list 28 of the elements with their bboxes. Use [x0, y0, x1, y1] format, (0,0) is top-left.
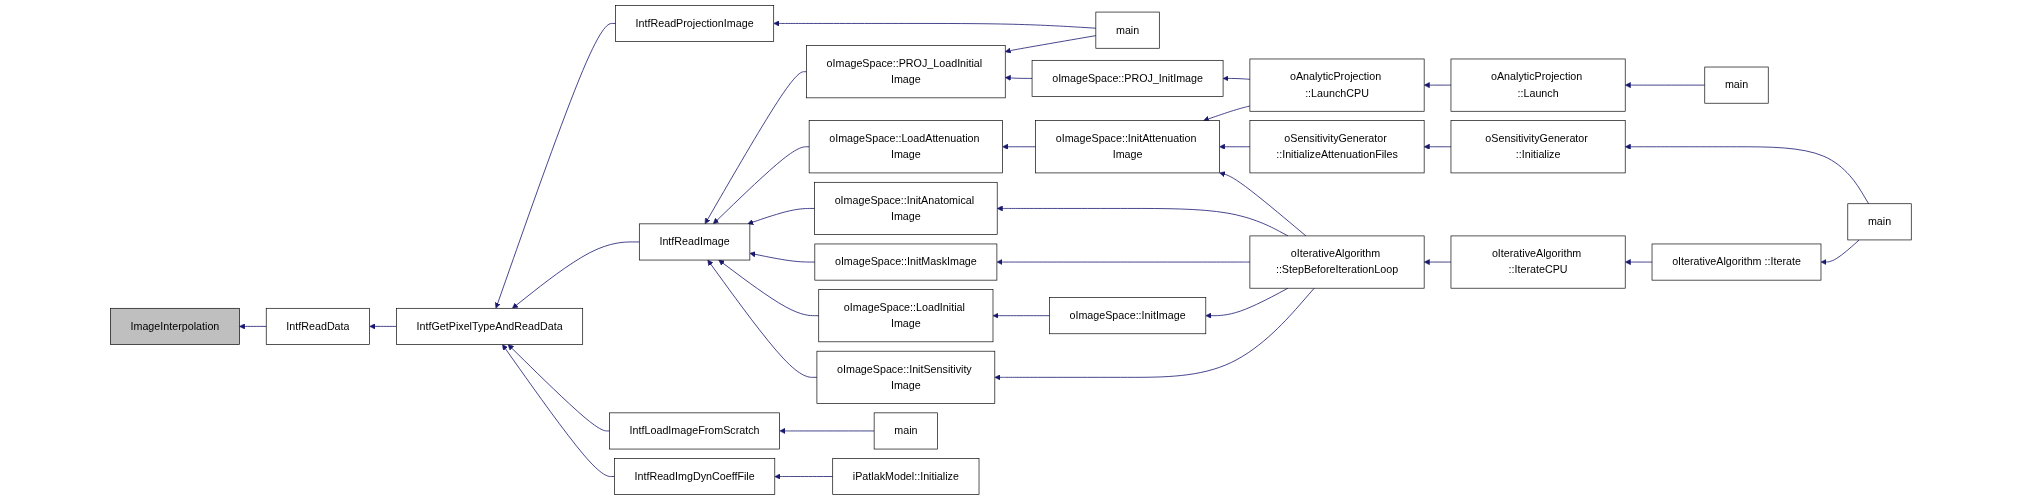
node-box: IntfReadImgDynCoeffFile: [613, 458, 775, 495]
node-box: IntfLoadImageFromScratch: [608, 412, 780, 450]
node-box: oImageSpace::InitSensitivity Image: [816, 350, 995, 404]
node-box: oAnalyticProjection ::Launch: [1450, 58, 1626, 112]
node-box: oIterativeAlgorithm ::StepBeforeIterationLoop: [1249, 235, 1425, 289]
node-box: IntfReadProjectionImage: [614, 5, 774, 42]
node-box: main: [1704, 66, 1769, 104]
node-box: oImageSpace::PROJ_LoadInitial Image: [805, 45, 1006, 99]
node-box: oSensitivityGenerator ::InitializeAttenuationFiles: [1249, 120, 1425, 174]
node-box: iPatlakModel::Initialize: [832, 458, 980, 495]
node-box: oImageSpace::InitAnatomical Image: [813, 181, 998, 235]
node-box: main: [1095, 11, 1160, 49]
node-box: main: [1847, 203, 1912, 241]
node-box: oImageSpace::InitAttenuation Image: [1034, 120, 1220, 174]
node-box: oSensitivityGenerator ::Initialize: [1450, 120, 1626, 174]
node-box: oAnalyticProjection ::LaunchCPU: [1249, 58, 1425, 112]
node-box: IntfGetPixelTypeAndReadData: [395, 307, 583, 345]
node-box: oImageSpace::PROJ_InitImage: [1031, 60, 1224, 97]
node-box: oImageSpace::LoadAttenuation Image: [808, 120, 1003, 174]
node-box: main: [873, 412, 938, 450]
node-box: IntfReadImage: [638, 223, 750, 261]
node-box: oImageSpace::LoadInitial Image: [818, 289, 993, 343]
node-box: oImageSpace::InitImage: [1048, 297, 1206, 335]
node-box: oIterativeAlgorithm ::Iterate: [1651, 243, 1821, 281]
node-box: oImageSpace::InitMaskImage: [814, 243, 997, 281]
node-box: ImageInterpolation: [109, 307, 240, 345]
node-box: IntfReadData: [265, 307, 370, 345]
node-box: oIterativeAlgorithm ::IterateCPU: [1450, 235, 1626, 289]
